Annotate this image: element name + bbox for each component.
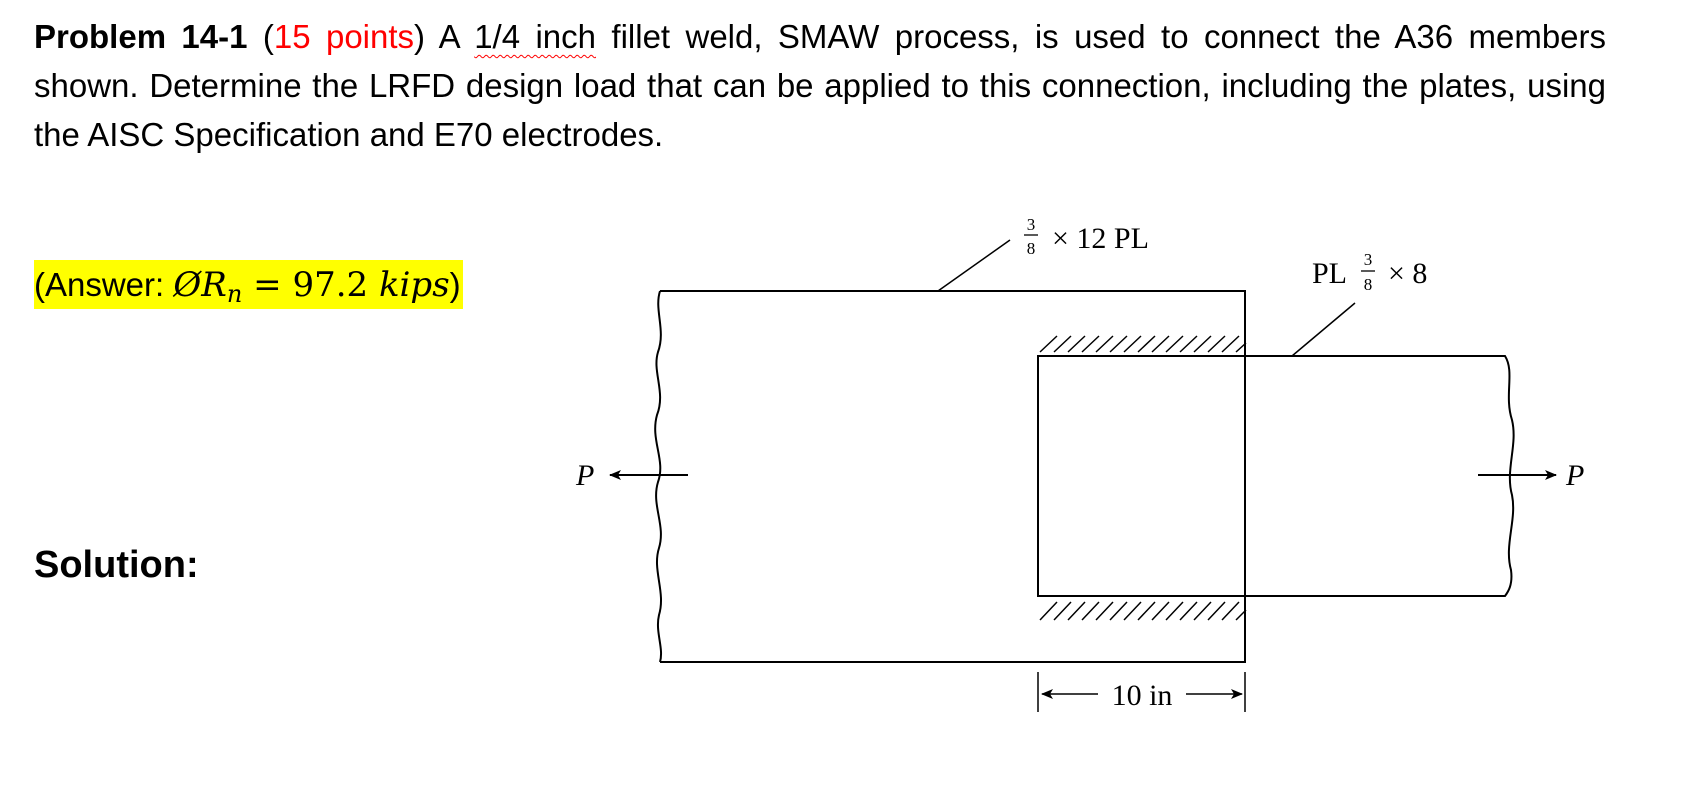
lap-plate-label: PL 3 8 × 8 <box>1312 250 1427 294</box>
answer-unit: kips <box>368 265 450 305</box>
answer-suffix: ) <box>449 266 461 303</box>
main-plate <box>654 290 1246 663</box>
weld-length-dimension <box>1037 672 1246 712</box>
dimension-label: 10 in <box>1112 679 1173 712</box>
lap-plate-prefix: PL <box>1312 257 1347 290</box>
answer-formula: ØRn = 97.2 kips <box>173 265 450 308</box>
left-load-arrow: P <box>575 459 688 492</box>
main-plate-leader <box>937 239 1011 292</box>
solution-heading: Solution: <box>34 544 199 586</box>
lap-plate-leader <box>1291 302 1356 357</box>
problem-body: fillet weld, SMAW process, is used to co… <box>34 18 1607 153</box>
text-after-points: ) A <box>414 18 475 55</box>
answer-prefix: (Answer: <box>34 266 174 303</box>
right-load-label: P <box>1565 459 1584 492</box>
problem-statement: Problem 14-1 (15 points) A 1/4 inch fill… <box>34 12 1606 159</box>
lap-plate-frac-num: 3 <box>1364 250 1373 269</box>
points-value: 15 points <box>273 18 415 55</box>
main-plate-frac-num: 3 <box>1027 215 1036 234</box>
right-load-arrow: P <box>1478 459 1584 492</box>
main-plate-frac-den: 8 <box>1027 239 1036 258</box>
open-paren: ( <box>247 18 274 55</box>
lap-plate <box>1037 355 1515 597</box>
lap-plate-text: × 8 <box>1388 257 1427 290</box>
answer-subscript: n <box>226 280 243 308</box>
left-load-label: P <box>575 459 594 492</box>
problem-label: Problem 14-1 <box>34 18 248 55</box>
bottom-fillet-weld <box>1039 601 1247 621</box>
lap-plate-frac-den: 8 <box>1364 275 1373 294</box>
answer-equals: = <box>242 265 293 305</box>
top-fillet-weld <box>1039 335 1247 353</box>
answer-highlight: (Answer: ØRn = 97.2 kips) <box>34 260 463 309</box>
main-plate-text: × 12 PL <box>1052 222 1149 255</box>
main-plate-label: 3 8 × 12 PL <box>1024 215 1149 258</box>
weld-size-text: 1/4 inch <box>474 18 597 55</box>
answer-value: 97.2 <box>292 265 369 305</box>
answer-symbol: ØR <box>173 265 227 305</box>
